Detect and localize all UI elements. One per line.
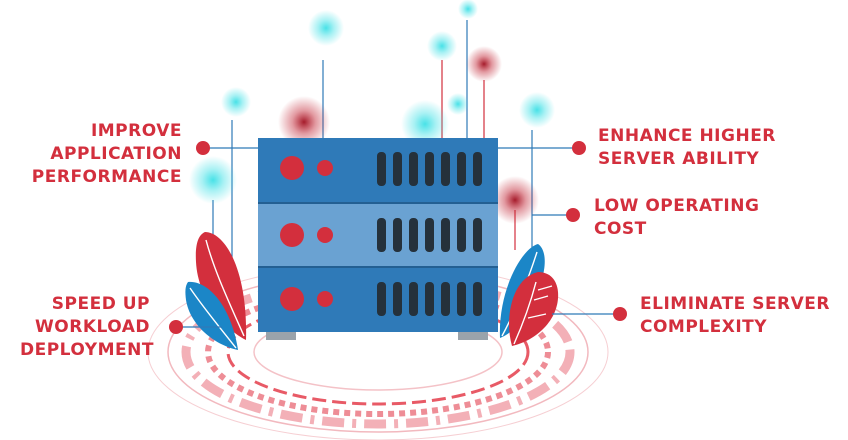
glow-orbs xyxy=(189,0,555,224)
label-speed-up-workload-deployment: SPEED UP WORKLOAD DEPLOYMENT xyxy=(20,293,154,362)
label-line: SPEED UP xyxy=(51,294,150,314)
server-unit-bottom xyxy=(280,287,333,311)
label-line: LOW OPERATING xyxy=(594,196,760,216)
callout-eliminate-connector xyxy=(552,307,627,321)
label-line: ELIMINATE SERVER xyxy=(640,294,831,314)
server-unit-top xyxy=(280,156,333,180)
label-line: DEPLOYMENT xyxy=(20,340,154,360)
callout-speed-connector xyxy=(169,320,222,334)
label-line: SERVER ABILITY xyxy=(598,149,760,169)
vent-slots xyxy=(377,152,482,316)
label-improve-application-performance: IMPROVE APPLICATION PERFORMANCE xyxy=(20,120,182,189)
callout-improve-connector xyxy=(196,141,258,155)
label-line: ENHANCE HIGHER xyxy=(598,126,776,146)
label-line: COMPLEXITY xyxy=(640,317,768,337)
label-eliminate-server-complexity: ELIMINATE SERVER COMPLEXITY xyxy=(640,293,830,339)
label-enhance-higher-server-ability: ENHANCE HIGHER SERVER ABILITY xyxy=(598,125,776,171)
label-line: PERFORMANCE xyxy=(31,167,182,187)
right-leaves xyxy=(499,244,559,346)
label-line: APPLICATION xyxy=(50,144,182,164)
label-low-operating-cost: LOW OPERATING COST xyxy=(594,195,759,241)
left-leaves xyxy=(185,232,247,350)
label-line: COST xyxy=(594,219,647,239)
callout-enhance-connector xyxy=(498,141,586,155)
label-line: WORKLOAD xyxy=(35,317,150,337)
callout-low-cost-connector xyxy=(532,208,580,222)
label-line: IMPROVE xyxy=(90,121,182,141)
server-unit-middle xyxy=(280,223,333,247)
server-rack xyxy=(258,138,498,340)
